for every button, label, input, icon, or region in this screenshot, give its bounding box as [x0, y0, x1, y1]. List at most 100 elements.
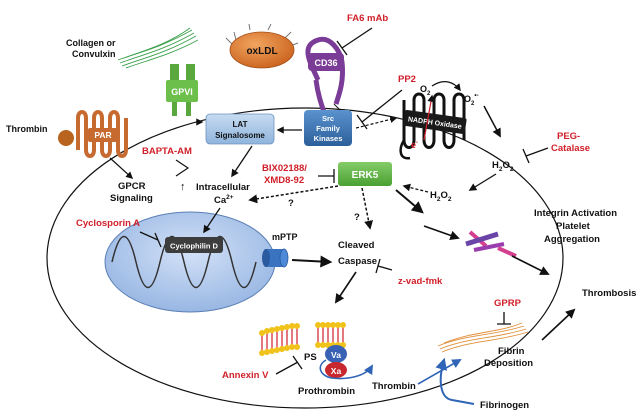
prothrombin-label: Prothrombin: [298, 386, 355, 397]
cd36-receptor-icon: [305, 36, 345, 119]
integrin-to-thrombosis-arrow: [511, 255, 550, 275]
annexin-label: Annexin V: [222, 370, 269, 381]
xa-label: Xa: [331, 366, 342, 376]
nadph-box: [403, 110, 467, 134]
lat-to-calcium-arrow: [231, 145, 253, 178]
cell-membrane: [46, 107, 564, 409]
peg-label-1: PEG-: [557, 131, 580, 142]
fibrin-to-thrombosis-arrow: [541, 308, 576, 341]
mptp-label: mPTP: [272, 232, 298, 242]
lat-label-1: LAT: [233, 120, 248, 129]
thrombosis-label: Thrombosis: [582, 288, 636, 299]
oxldl-label: oxLDL: [246, 46, 277, 57]
cyclosporin-inhibition-icon: [139, 231, 162, 248]
fibrin-fiber-icon: [437, 322, 529, 353]
cyclosporin-label: Cyclosporin A: [76, 218, 140, 229]
integrin-label-1: Integrin Activation: [534, 208, 617, 219]
o2-label: O2: [420, 84, 431, 97]
fibrin-label-2: Deposition: [484, 358, 533, 369]
factor-va-icon: [325, 345, 347, 363]
caspase-label: Caspase: [338, 256, 377, 267]
to-integrin-arrow: [423, 225, 460, 240]
integrin-label-2: Platelet: [556, 221, 591, 232]
superoxide-to-h2o2-arrow: [483, 105, 501, 138]
erk5-to-caspase-arrow: [361, 187, 374, 230]
lat-signalosome-box: [205, 113, 275, 145]
h2o2-to-erk5-arrow: [402, 183, 429, 193]
gpcr-label-1: GPCR: [118, 181, 146, 192]
oxldl-particle-icon: [225, 23, 299, 69]
integrin-label-3: Aggregation: [544, 234, 600, 245]
collagen-fiber-icon: [117, 27, 199, 69]
fibrinogen-label: Fibrinogen: [480, 400, 529, 411]
h2o2-right-label: H2O2: [492, 160, 514, 173]
fibrinogen-to-fibrin-arrow: [435, 357, 475, 405]
gpcr-label-2: Signaling: [110, 193, 153, 204]
ps-membrane-icon-1: [259, 323, 300, 356]
question-mark-1: ?: [288, 198, 294, 209]
question-mark-2: ?: [354, 212, 360, 223]
peg-label-2: Catalase: [551, 143, 590, 154]
factor-xa-icon: [325, 362, 347, 378]
cd36-label: CD36: [314, 58, 337, 68]
par-box: [88, 128, 118, 142]
ps-membrane-icon-2: [315, 322, 346, 348]
thrombin-ligand-icon: [58, 130, 74, 146]
mptp-pore-icon: [262, 248, 289, 268]
cleaved-label: Cleaved: [338, 240, 375, 251]
superoxide-label: O2•-: [464, 93, 478, 107]
peg-inhibition-icon: [522, 147, 549, 164]
fa6-inhibition-icon: [336, 27, 373, 56]
bix-label-1: BIX02188/: [262, 163, 307, 174]
prothrombin-conversion-arrow: [319, 359, 373, 380]
erk5-to-calcium-arrow: [248, 185, 339, 204]
cyclophilin-d-box: [165, 237, 223, 253]
bix-inhibition-icon: [318, 169, 335, 183]
fibrin-label-1: Fibrin: [498, 346, 525, 357]
calcium-to-cyclophilin-arrow: [203, 207, 221, 234]
fa6-mab-label: FA6 mAb: [347, 13, 388, 24]
mptp-to-caspase-arrow: [291, 255, 333, 268]
erk5-to-integrin-arrow: [395, 189, 424, 214]
ps-label: PS: [304, 352, 317, 363]
src-kinases-box: [304, 110, 352, 146]
thrombin-bottom-label: Thrombin: [372, 381, 416, 392]
lat-label-2: Signalosome: [215, 131, 265, 140]
annexin-inhibition-icon: [275, 355, 303, 375]
integrin-icon: [465, 230, 517, 258]
erk5-box: [338, 162, 392, 186]
pp2-inhibition-icon: [356, 89, 403, 130]
src-label-3: Kinases: [314, 134, 343, 143]
zvad-label: z-vad-fmk: [398, 276, 443, 287]
mitochondrial-cristae: [111, 236, 257, 288]
thrombin-left-label: Thrombin: [6, 124, 48, 134]
src-to-nadph-arrow: [355, 115, 398, 129]
intracellular-label: Intracellular: [196, 182, 250, 193]
thrombin-to-fibrin-arrow: [417, 359, 462, 385]
convulxin-label: Convulxin: [72, 49, 116, 59]
gpvi-receptor-icon: [166, 64, 198, 116]
bapta-am-label: BAPTA-AM: [142, 146, 192, 157]
gprp-inhibition-icon: [497, 312, 511, 325]
par-to-gpcr-arrow: [109, 157, 134, 179]
zvad-inhibition-icon: [375, 258, 393, 274]
pp2-label: PP2: [398, 74, 416, 85]
cd36-to-src-connector: [333, 103, 341, 111]
bix-label-2: XMD8-92: [264, 175, 304, 186]
erk5-label: ERK5: [352, 170, 379, 181]
src-label-1: Src: [322, 114, 334, 123]
electron-label: e-: [411, 140, 418, 150]
o2-to-superoxide-arrow: [431, 81, 461, 92]
va-label: Va: [331, 350, 341, 360]
calcium-up-arrow: ↑: [180, 181, 186, 193]
gprp-label: GPRP: [494, 298, 522, 309]
par-label: PAR: [94, 130, 111, 140]
caspase-to-ps-arrow: [334, 271, 357, 304]
cyclophilin-d-label: Cyclophilin D: [170, 242, 219, 251]
collagen-label: Collagen or: [66, 38, 116, 48]
h2o2-inner-label: H2O2: [430, 190, 452, 203]
gpvi-label: GPVI: [171, 87, 193, 97]
src-label-2: Family: [316, 124, 341, 133]
